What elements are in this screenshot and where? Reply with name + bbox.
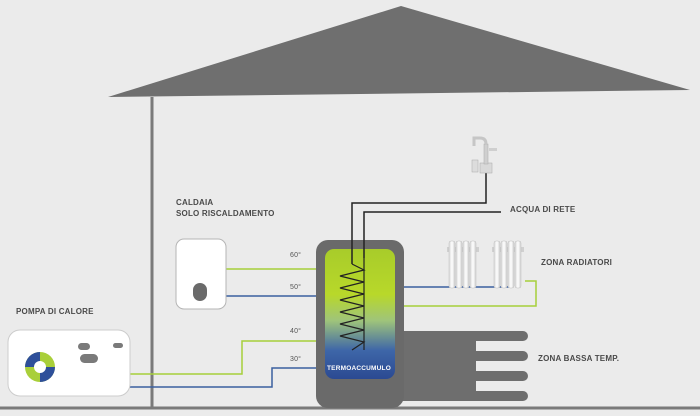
heat-pump-cold-pipe [130,367,318,388]
radiator-icon [447,240,479,289]
heat-pump-icon [7,329,131,397]
temp-40-label: 40° [290,328,302,335]
radiator-hot-pipe [404,280,537,307]
temp-50-label: 50° [290,284,302,291]
storage-tank [316,240,404,408]
radiator-zone-label: ZONA RADIATORI [541,258,613,267]
heat-pump-label: POMPA DI CALORE [16,307,94,316]
mains-water-label: ACQUA DI RETE [510,205,576,214]
faucet-pipe [351,173,487,264]
radiator-icon [492,240,524,289]
temp-30-label: 30° [290,356,302,363]
temp-60-label: 60° [290,252,302,259]
roof [108,6,690,97]
low-temp-zone-label: ZONA BASSA TEMP. [538,354,620,363]
boiler-icon [175,238,227,310]
heat-pump-hot-pipe [130,340,318,375]
tank-label: TERMOACCUMULO [327,365,391,372]
faucet-icon [471,136,497,174]
boiler-label-line2: SOLO RISCALDAMENTO [176,209,275,218]
mains-water-pipe [363,211,501,258]
boiler-label-line1: CALDAIA [176,198,214,207]
